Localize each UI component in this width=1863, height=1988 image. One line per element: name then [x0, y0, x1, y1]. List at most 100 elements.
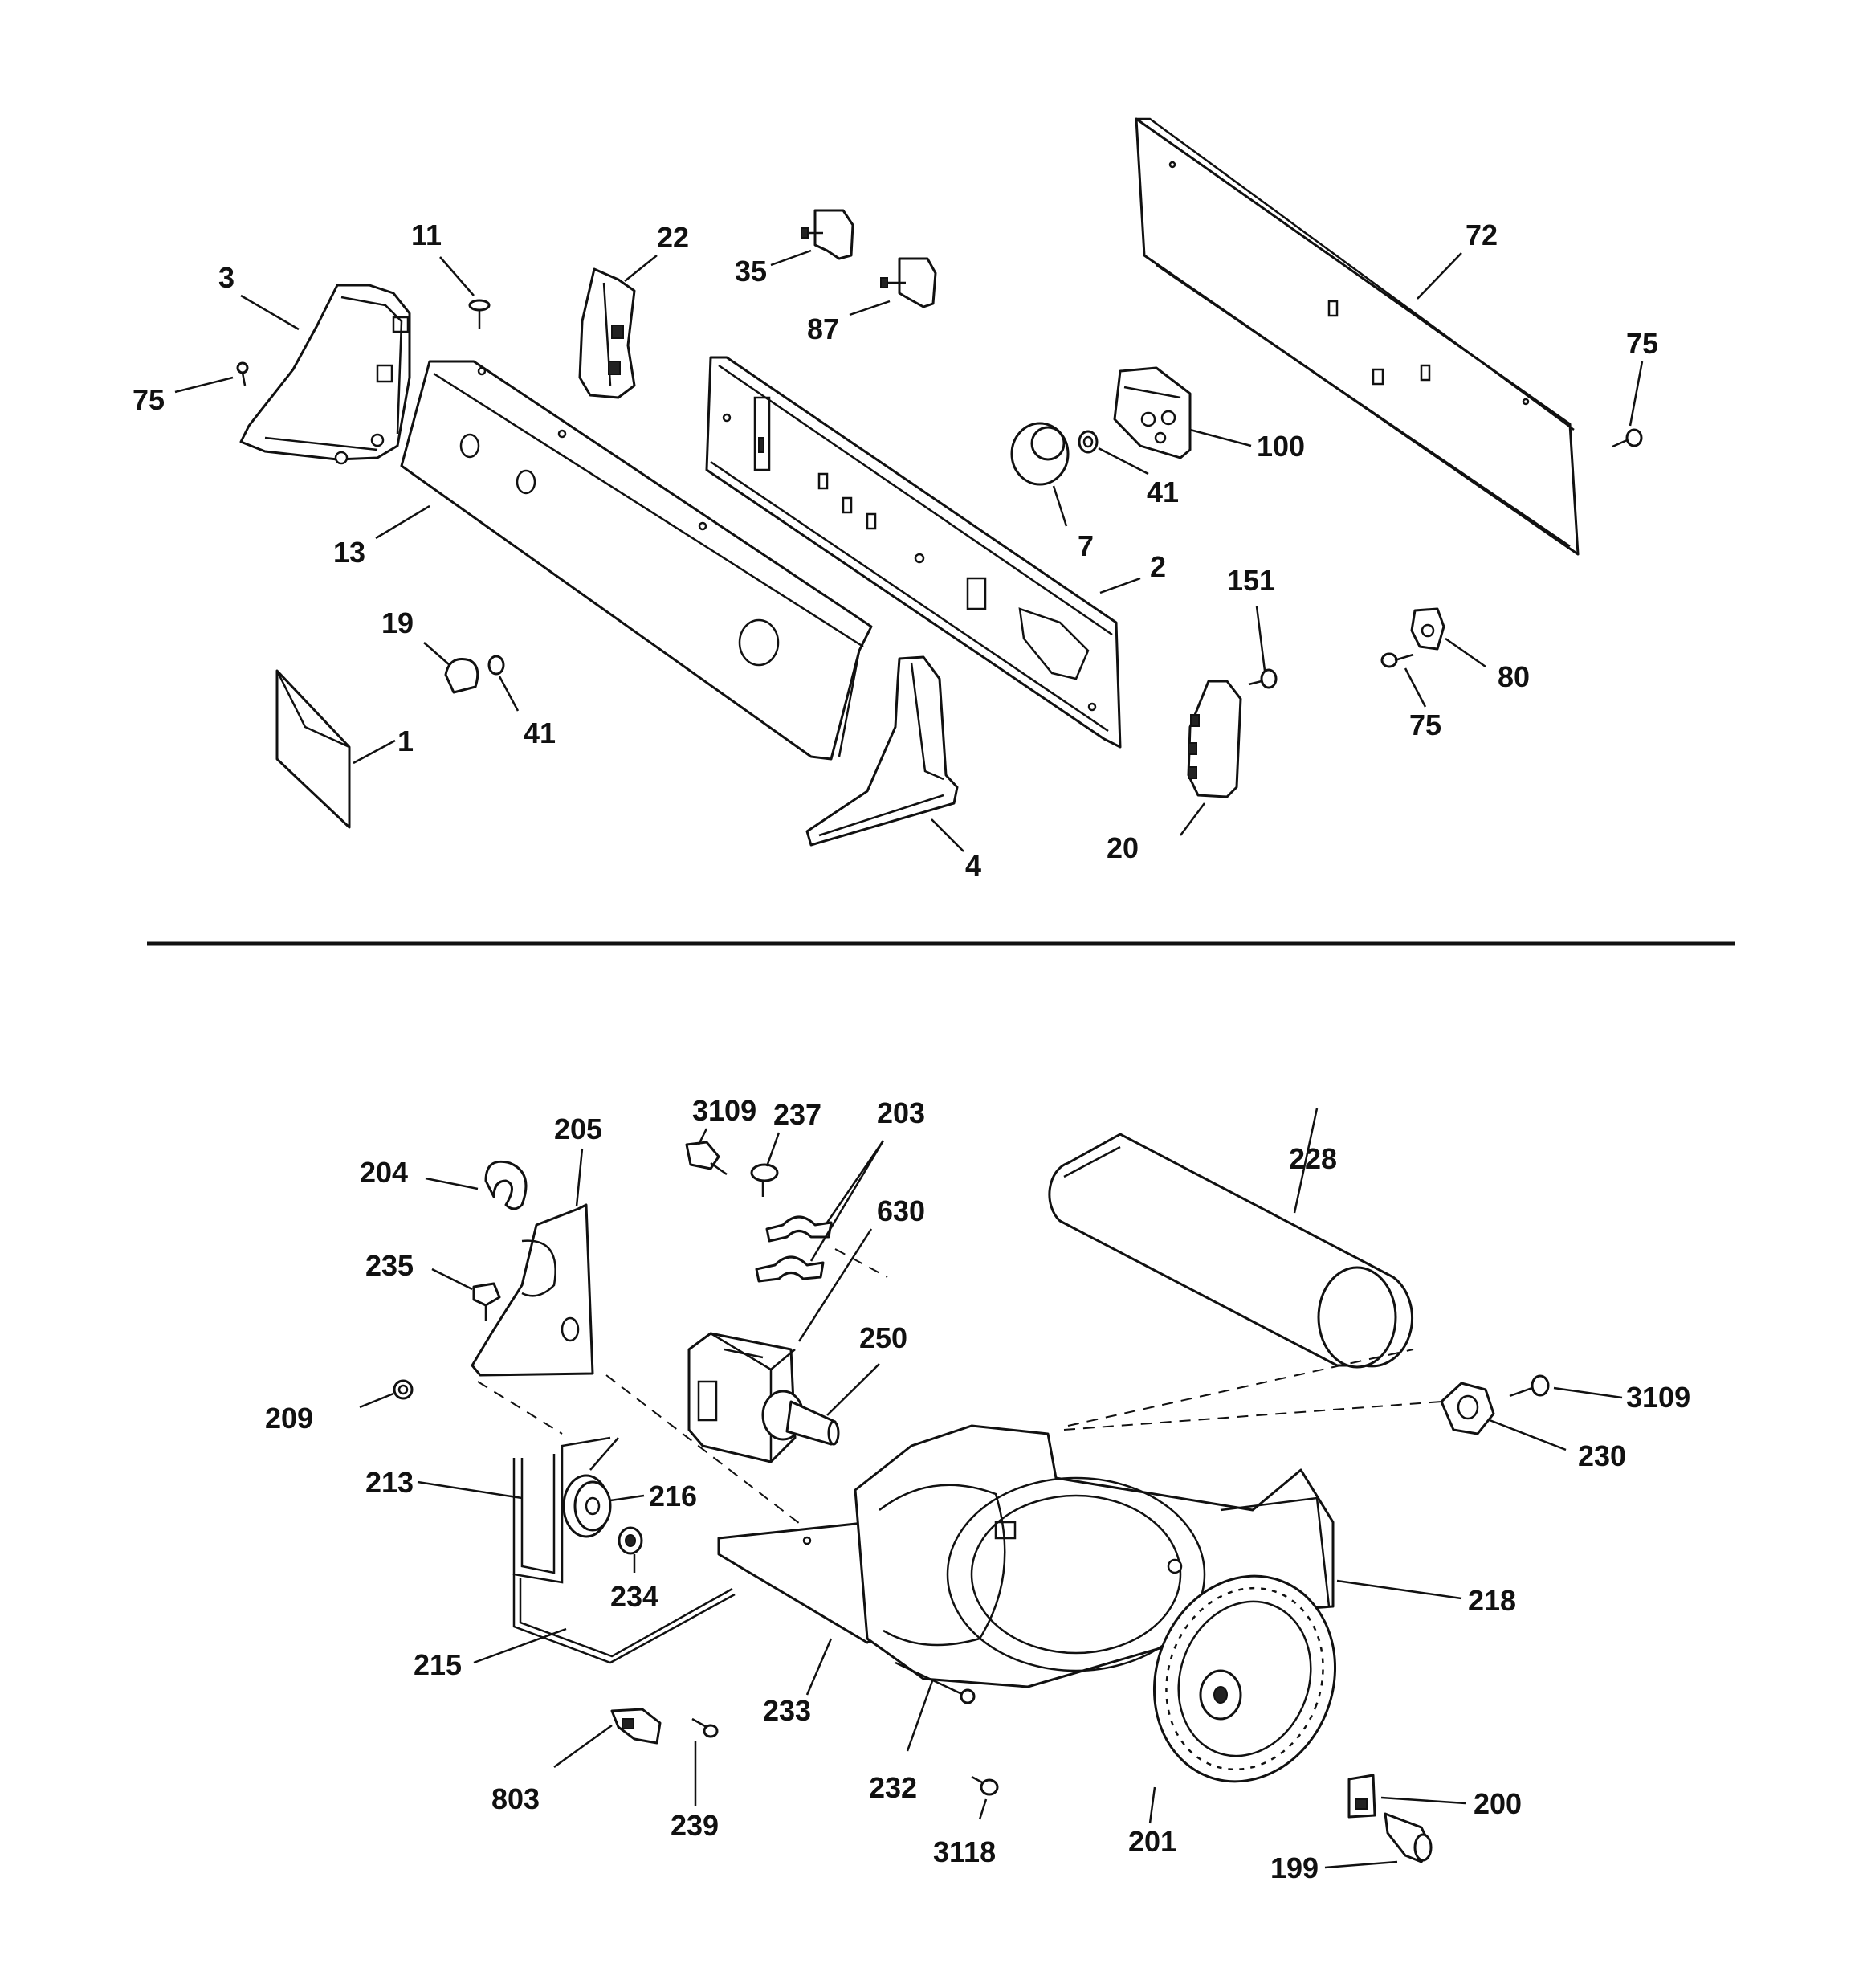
part-3-end-cap-left: [239, 284, 411, 465]
label-35: 35: [735, 255, 767, 288]
part-230-thermostat: [1440, 1382, 1495, 1435]
dash-203: [834, 1248, 888, 1278]
part-41-spacer-upper: [1078, 430, 1099, 454]
label-228: 228: [1289, 1142, 1337, 1175]
dash-213: [477, 1381, 563, 1435]
label-75-lower: 75: [1409, 708, 1441, 741]
part-3118-screw: [971, 1775, 999, 1796]
lower-section: 204 205 235 209 3109 237 203 630 250 228…: [265, 1094, 1690, 1884]
part-75-screw-left: [236, 361, 249, 386]
part-7-knob: [1010, 422, 1070, 486]
upper-section: 3 75 11 22 35 87 72 75 100 41 7 2 13 19 …: [132, 117, 1658, 882]
part-234-nut: [618, 1526, 643, 1555]
part-205-bracket: [471, 1203, 594, 1377]
label-232: 232: [869, 1771, 917, 1804]
part-213-idler-arm: [512, 1436, 619, 1584]
part-232-screw: [895, 1661, 976, 1704]
label-3118: 3118: [933, 1835, 996, 1868]
label-20: 20: [1107, 831, 1139, 864]
label-7: 7: [1078, 529, 1094, 562]
label-234: 234: [610, 1580, 658, 1613]
label-3: 3: [218, 261, 234, 294]
label-630: 630: [877, 1194, 925, 1227]
part-19-knob-cap: [444, 658, 479, 694]
part-239-screw: [691, 1717, 719, 1738]
label-233: 233: [763, 1694, 811, 1727]
label-13: 13: [333, 536, 365, 569]
part-75-screw-right: [1612, 428, 1643, 448]
part-200-clip: [1347, 1774, 1376, 1819]
part-199-screw: [1384, 1812, 1433, 1863]
label-72: 72: [1466, 218, 1498, 251]
label-213: 213: [365, 1466, 414, 1499]
part-22-bracket: [578, 267, 636, 399]
label-205: 205: [554, 1112, 602, 1145]
part-204-clip: [484, 1160, 528, 1210]
label-239: 239: [671, 1809, 719, 1842]
label-230: 230: [1578, 1439, 1626, 1472]
part-235-screw: [472, 1282, 501, 1321]
label-250: 250: [859, 1321, 907, 1354]
part-203-clamp-lower: [755, 1255, 825, 1283]
part-1-literature: [275, 669, 351, 829]
part-237-screw: [750, 1163, 779, 1197]
lower-leader-lines: [359, 1108, 1623, 1869]
label-11: 11: [411, 218, 442, 251]
label-216: 216: [649, 1480, 697, 1512]
label-41-upper: 41: [1147, 476, 1179, 508]
label-218: 218: [1468, 1584, 1516, 1617]
label-4: 4: [965, 849, 981, 882]
part-4-end-cap-right: [805, 655, 959, 847]
part-20-bracket: [1187, 680, 1242, 798]
part-100-timer: [1113, 366, 1192, 459]
part-80-clip: [1410, 607, 1445, 651]
upper-labels: 3 75 11 22 35 87 72 75 100 41 7 2 13 19 …: [132, 218, 1658, 882]
part-35-switch: [801, 209, 854, 260]
label-100: 100: [1257, 430, 1305, 463]
label-3109-right: 3109: [1626, 1381, 1690, 1414]
label-87: 87: [807, 312, 839, 345]
label-200: 200: [1474, 1787, 1522, 1820]
part-209-nut: [393, 1379, 414, 1400]
label-201: 201: [1128, 1825, 1176, 1858]
part-87-switch: [880, 257, 937, 308]
dash-228: [1067, 1349, 1414, 1427]
lower-labels: 204 205 235 209 3109 237 203 630 250 228…: [265, 1094, 1690, 1884]
part-3109-screw-right: [1509, 1374, 1550, 1398]
upper-leader-lines: [174, 249, 1644, 852]
dash-230: [1063, 1401, 1442, 1431]
part-41-spacer-lower: [487, 655, 505, 676]
part-11-screw: [468, 299, 491, 329]
label-19: 19: [381, 606, 414, 639]
label-75-right: 75: [1626, 327, 1658, 360]
part-201-blower-wheel: [1152, 1574, 1337, 1783]
part-203-clamp-upper: [765, 1215, 833, 1243]
part-250-shaft: [761, 1390, 840, 1446]
label-151: 151: [1227, 564, 1275, 597]
part-228-duct: [1048, 1133, 1413, 1369]
label-41-lower: 41: [524, 716, 556, 749]
label-209: 209: [265, 1402, 313, 1435]
label-75-left: 75: [132, 383, 165, 416]
part-151-screw: [1248, 668, 1278, 689]
label-237: 237: [773, 1098, 821, 1131]
label-2: 2: [1150, 550, 1166, 583]
label-22: 22: [657, 221, 689, 254]
label-199: 199: [1270, 1851, 1319, 1884]
label-3109-upper: 3109: [692, 1094, 756, 1127]
part-72-rear-panel: [1135, 117, 1580, 556]
part-216-pulley: [562, 1474, 612, 1538]
dash-630-233: [605, 1374, 804, 1527]
part-803-bracket: [610, 1708, 662, 1745]
label-1: 1: [397, 725, 414, 757]
part-13-control-panel: [400, 360, 873, 761]
part-2-panel-frame: [705, 356, 1122, 749]
label-215: 215: [414, 1648, 462, 1681]
part-215-rod: [512, 1574, 736, 1664]
label-203: 203: [877, 1096, 925, 1129]
label-235: 235: [365, 1249, 414, 1282]
label-803: 803: [491, 1782, 540, 1815]
part-75-screw-lower: [1380, 652, 1414, 668]
label-204: 204: [360, 1156, 408, 1189]
